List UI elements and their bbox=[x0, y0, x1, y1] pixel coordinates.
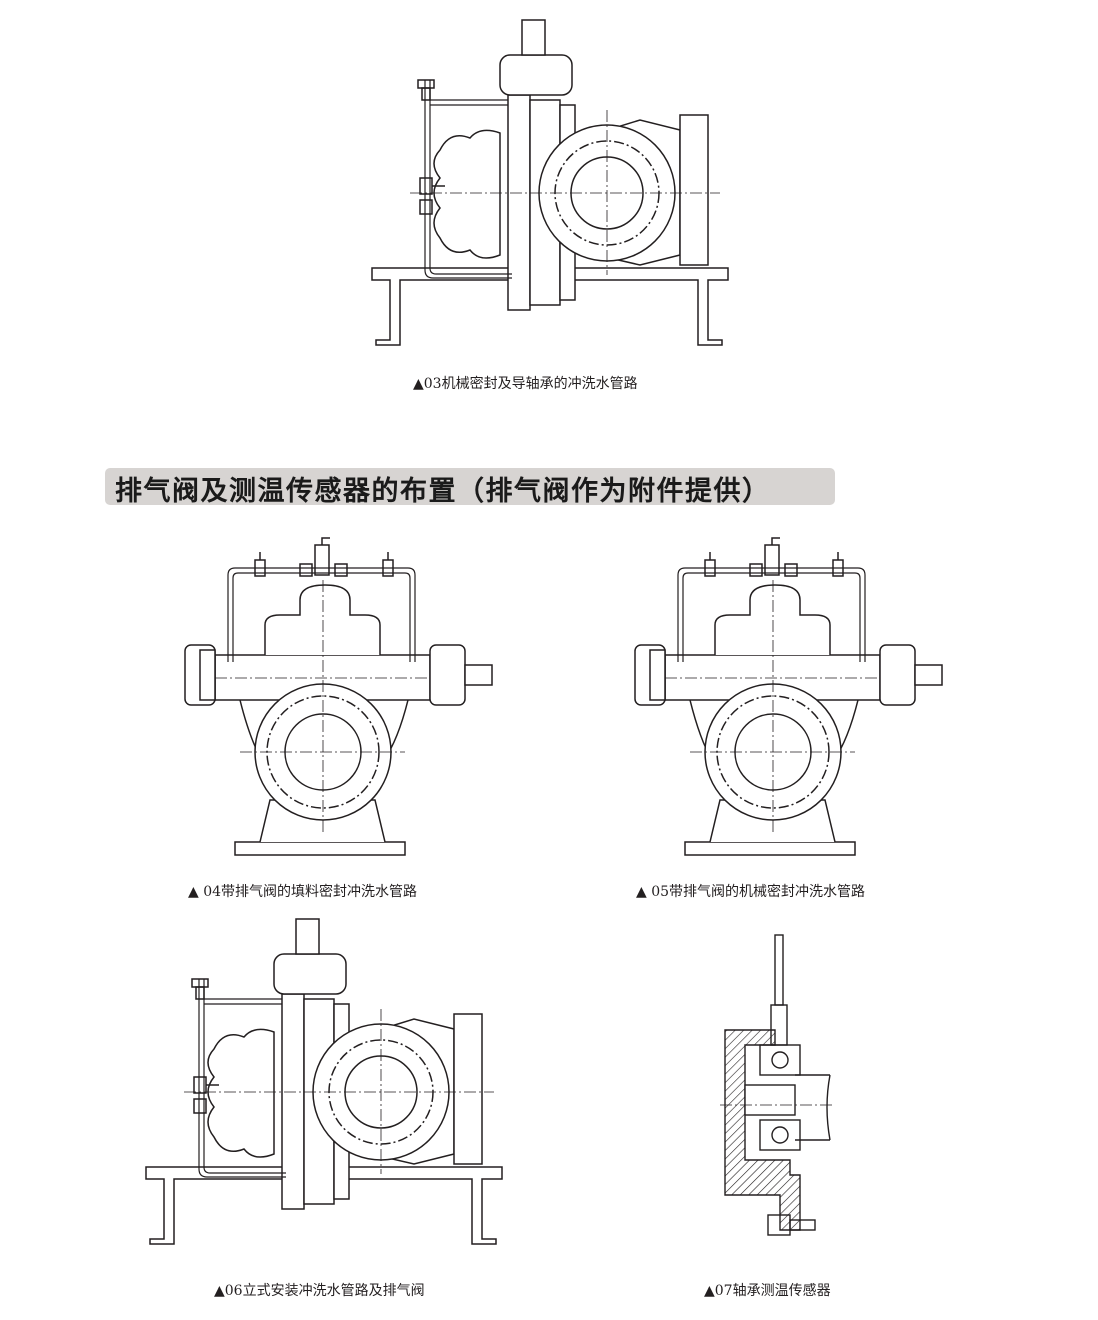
section-heading: 排气阀及测温传感器的布置（排气阀作为附件提供） bbox=[105, 468, 835, 507]
drawing-03-pump-side-view bbox=[371, 19, 729, 346]
caption-03: ▲03机械密封及导轴承的冲洗水管路 bbox=[413, 376, 638, 392]
drawing-04-pump-front-view bbox=[184, 537, 493, 856]
drawing-05-pump-front-view bbox=[634, 537, 943, 856]
section-title: 排气阀及测温传感器的布置（排气阀作为附件提供） bbox=[115, 476, 771, 507]
drawing-07-bearing-sensor bbox=[720, 934, 835, 1236]
caption-06: ▲06立式安装冲洗水管路及排气阀 bbox=[214, 1283, 425, 1299]
caption-05: ▲ 05带排气阀的机械密封冲洗水管路 bbox=[636, 884, 866, 900]
drawing-06-vertical-pump bbox=[145, 918, 503, 1245]
caption-07: ▲07轴承测温传感器 bbox=[704, 1283, 831, 1299]
caption-04: ▲ 04带排气阀的填料密封冲洗水管路 bbox=[188, 884, 418, 900]
